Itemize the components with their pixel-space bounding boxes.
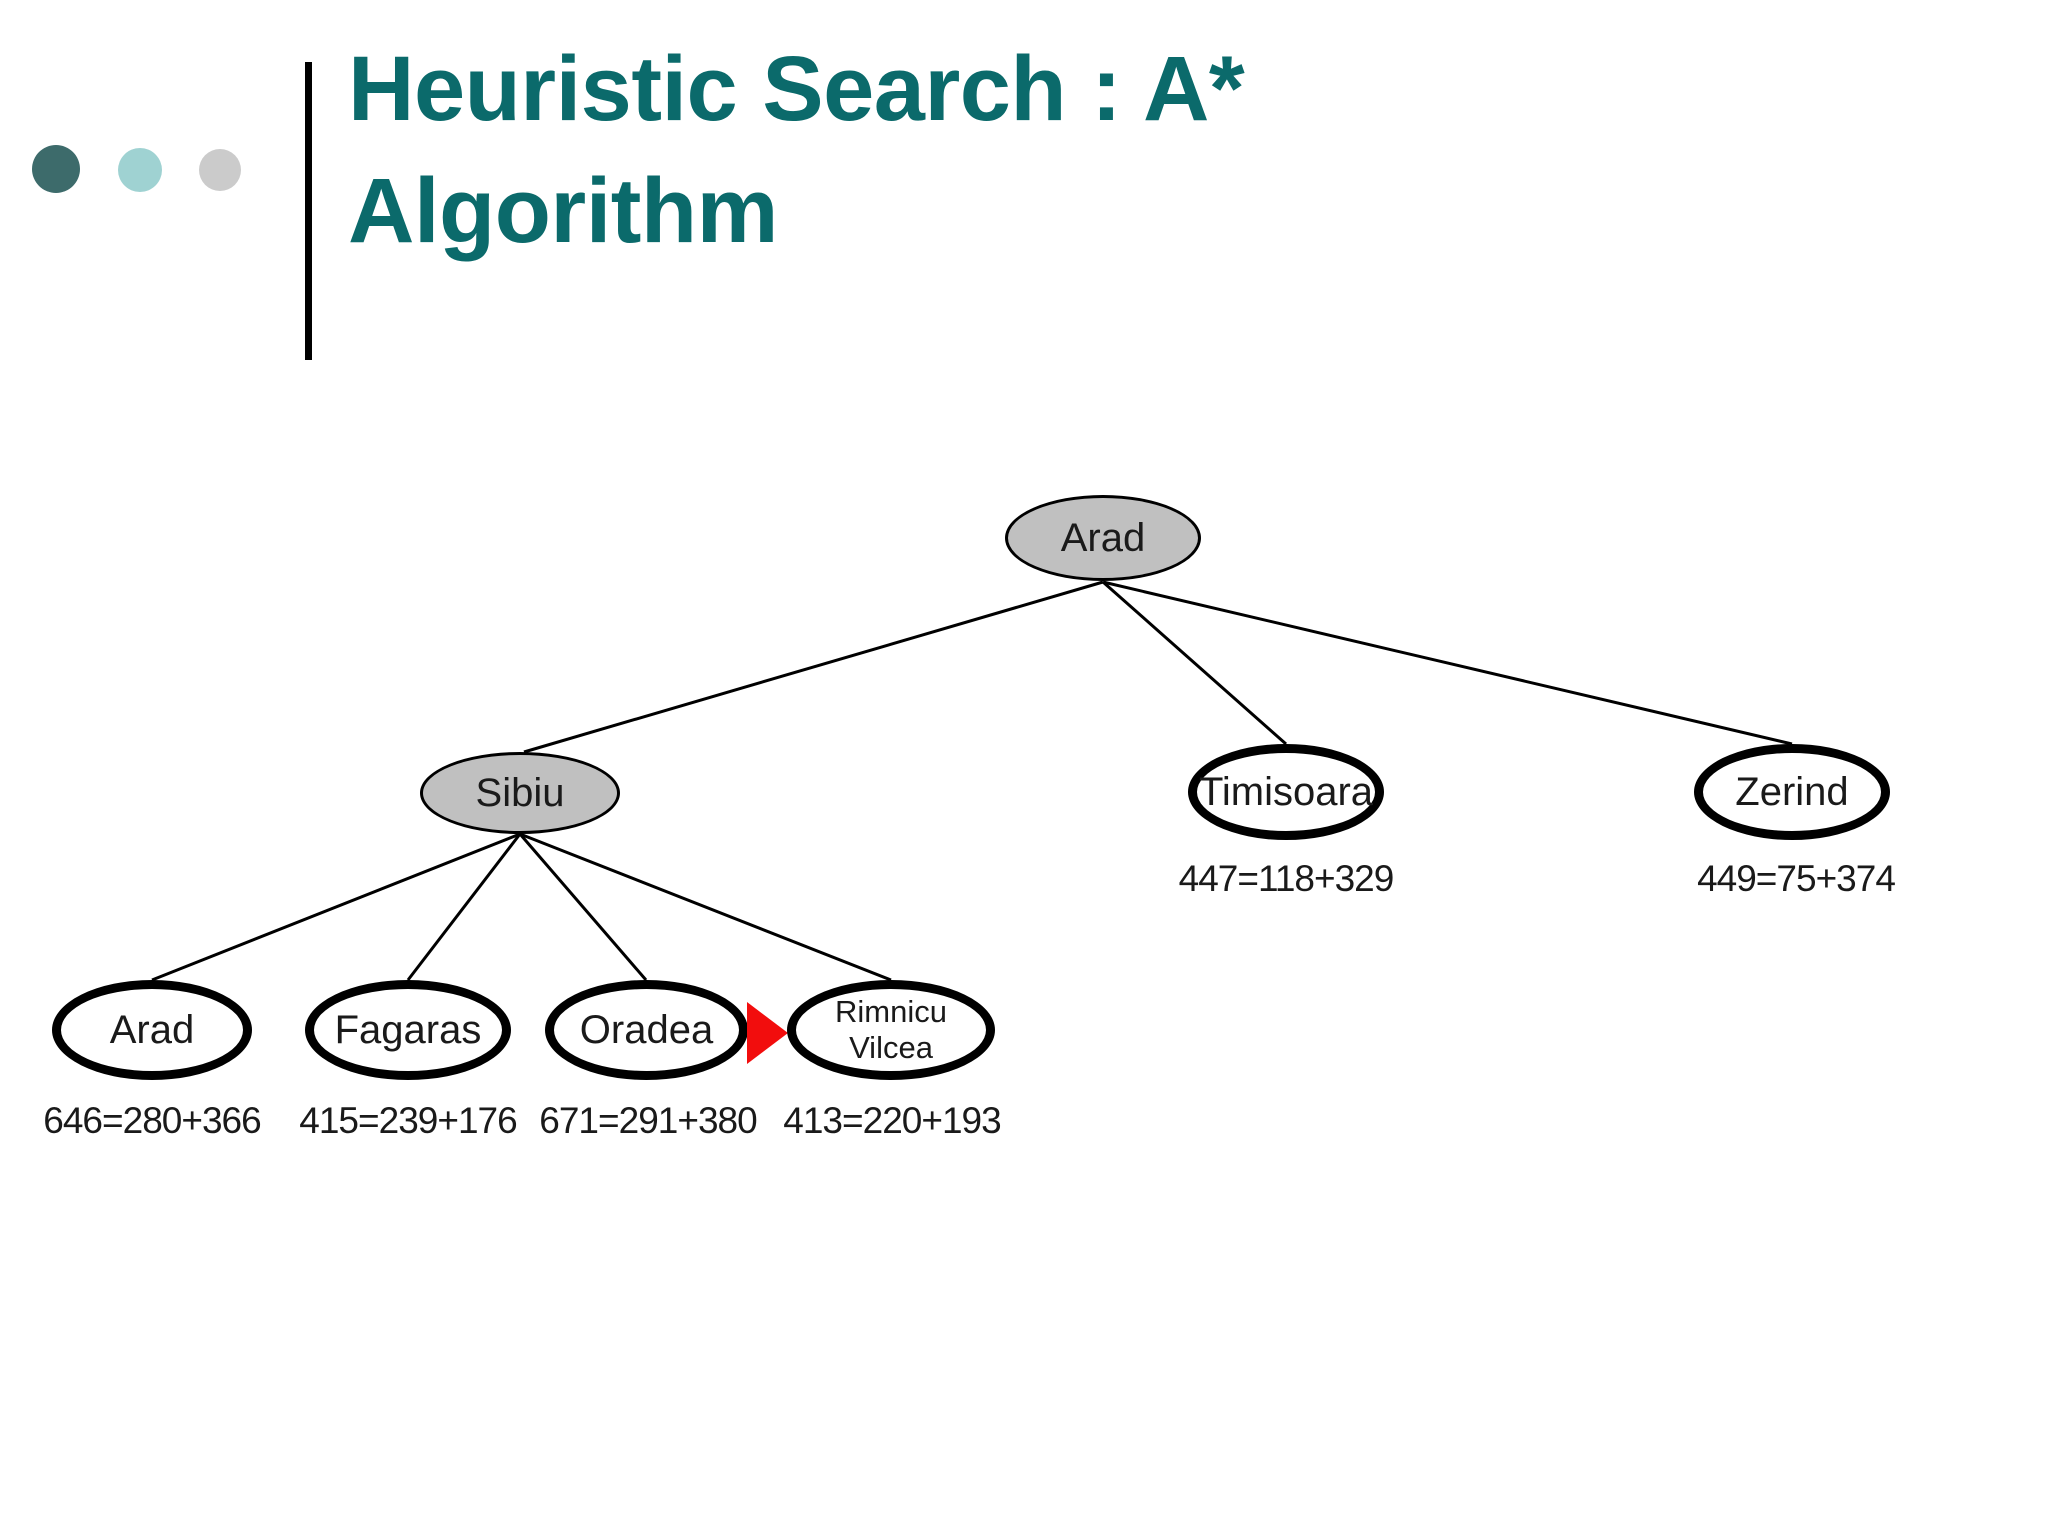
page-title: Heuristic Search : A* Algorithm xyxy=(348,38,1245,263)
tree-node-rimnicu-vilcea[interactable]: Rimnicu Vilcea xyxy=(787,980,995,1080)
edge-sibiu-fagaras xyxy=(406,833,522,981)
tree-node-rimnicu-vilcea-cost: 413=220+193 xyxy=(783,1100,1001,1141)
tree-node-fagaras[interactable]: Fagaras xyxy=(305,980,511,1080)
edge-sibiu-arad xyxy=(151,832,521,982)
title-vertical-rule xyxy=(305,62,312,360)
circle-icon-dark-teal xyxy=(32,145,80,193)
decorative-dot-row xyxy=(32,145,262,215)
search-tree-diagram: Arad Sibiu Timisoara 447=118+329 Zerind … xyxy=(0,440,2048,1141)
tree-node-arad-leaf[interactable]: Arad xyxy=(52,980,252,1080)
tree-node-oradea[interactable]: Oradea xyxy=(545,980,748,1080)
edge-sibiu-oradea xyxy=(518,833,648,981)
tree-node-arad-root[interactable]: Arad xyxy=(1005,495,1201,581)
tree-node-oradea-cost: 671=291+380 xyxy=(539,1100,757,1141)
edge-arad-timisoara xyxy=(1102,580,1287,746)
tree-node-zerind[interactable]: Zerind xyxy=(1694,744,1890,840)
circle-icon-gray xyxy=(199,149,241,191)
edge-arad-sibiu xyxy=(523,580,1104,754)
tree-node-fagaras-cost: 415=239+176 xyxy=(299,1100,517,1141)
tree-node-timisoara[interactable]: Timisoara xyxy=(1188,744,1384,840)
slide-header: Heuristic Search : A* Algorithm xyxy=(0,0,2048,400)
red-triangle-pointer-icon xyxy=(747,1002,788,1064)
edge-arad-zerind xyxy=(1102,580,1793,746)
tree-node-arad-leaf-cost: 646=280+366 xyxy=(43,1100,261,1141)
edge-sibiu-rimnicu xyxy=(519,832,892,982)
circle-icon-light-teal xyxy=(118,148,162,192)
tree-node-timisoara-cost: 447=118+329 xyxy=(1178,858,1395,899)
tree-node-sibiu[interactable]: Sibiu xyxy=(420,752,620,834)
tree-edge-layer xyxy=(151,580,1793,982)
tree-node-zerind-cost: 449=75+374 xyxy=(1697,858,1896,899)
